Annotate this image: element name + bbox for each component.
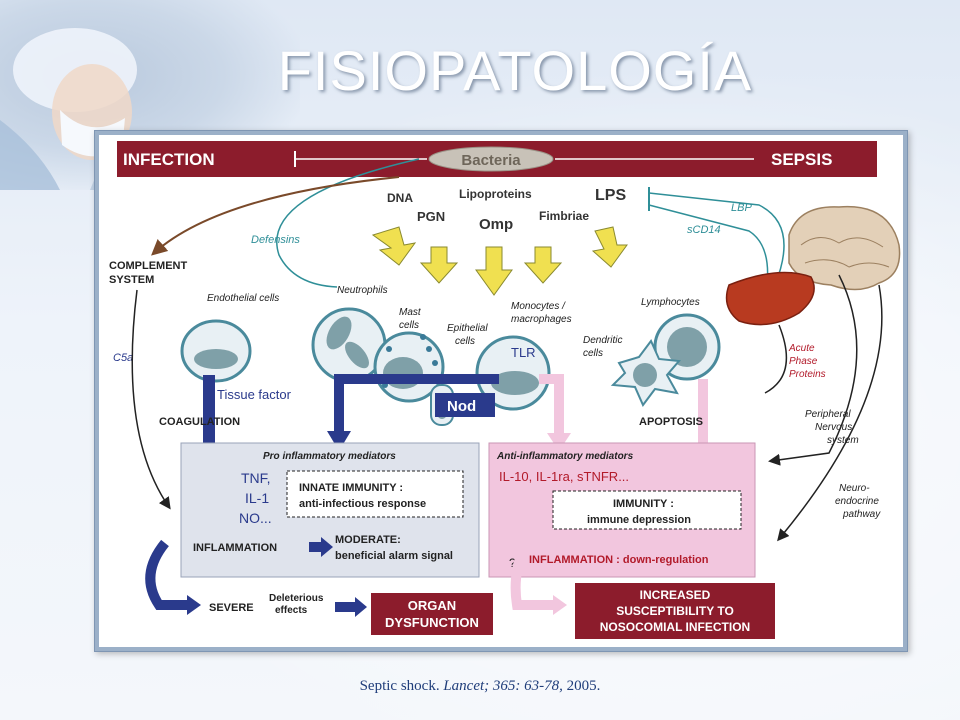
deleterious-label-1: Deleterious xyxy=(269,593,324,604)
c5a-label: C5a xyxy=(113,352,133,364)
tnf-label: TNF, xyxy=(241,470,271,486)
liver-icon xyxy=(725,271,815,326)
increased-label-3: NOSOCOMIAL INFECTION xyxy=(600,620,750,634)
neuroendocrine-label-3: pathway xyxy=(842,509,881,520)
anti-title: Anti-inflammatory mediators xyxy=(496,451,634,462)
epithelial-label-2: cells xyxy=(455,336,475,347)
moderate-label-2: beneficial alarm signal xyxy=(335,550,453,562)
pamp-lps: LPS xyxy=(595,187,626,204)
peripheral-label-1: Peripheral xyxy=(805,409,851,420)
tlr-label: TLR xyxy=(511,345,536,360)
sepsis-figure: INFECTION SEPSIS Bacteria DNA Lipoprotei… xyxy=(94,130,908,652)
neuroendocrine-label-1: Neuro- xyxy=(839,483,870,494)
bacteria-label: Bacteria xyxy=(461,152,521,169)
tissue-factor-label: Tissue factor xyxy=(217,387,292,402)
neuroendocrine-label-2: endocrine xyxy=(835,496,879,507)
innate-immunity-box xyxy=(286,470,464,518)
scd14-label: sCD14 xyxy=(687,224,721,236)
deleterious-label-2: effects xyxy=(275,605,308,616)
apoptosis-label: APOPTOSIS xyxy=(639,416,703,428)
mast-label-2: cells xyxy=(399,320,419,331)
citation-year: 2005. xyxy=(566,678,601,694)
brain-icon xyxy=(788,205,901,291)
epithelial-label-1: Epithelial xyxy=(447,323,488,334)
pamp-dna: DNA xyxy=(387,191,413,205)
complement-label-1: COMPLEMENT xyxy=(109,260,188,272)
organ-label-2: DYSFUNCTION xyxy=(385,615,479,630)
header-sepsis: SEPSIS xyxy=(771,150,832,169)
inflammation-label: INFLAMMATION xyxy=(193,542,277,554)
dendritic-label-1: Dendritic xyxy=(583,335,622,346)
immunity-box xyxy=(552,490,742,530)
mast-label-1: Mast xyxy=(399,307,422,318)
nod-box xyxy=(435,393,495,417)
nod-label: Nod xyxy=(447,398,476,415)
immunity-label-1: IMMUNITY : xyxy=(613,498,674,510)
acute-phase-label-1: Acute xyxy=(788,343,815,354)
coagulation-label: COAGULATION xyxy=(159,416,240,428)
acute-phase-label-2: Phase xyxy=(789,356,818,367)
monocyte-cell-icon xyxy=(475,335,551,411)
pamp-fimbriae: Fimbriae xyxy=(539,209,589,223)
defensins-label: Defensins xyxy=(251,234,300,246)
slide-title: FISIOPATOLOGÍA xyxy=(277,39,753,102)
increased-susceptibility-box xyxy=(575,583,775,639)
sepsis-diagram: INFECTION SEPSIS Bacteria DNA Lipoprotei… xyxy=(99,135,903,647)
organ-dysfunction-box xyxy=(371,593,493,635)
question-mark: ? xyxy=(509,556,516,570)
dendritic-cell-icon xyxy=(610,339,682,407)
citation-plain: Septic shock. xyxy=(359,678,444,694)
citation: Septic shock. Lancet; 365: 63-78, 2005. xyxy=(0,678,960,695)
acute-phase-label-3: Proteins xyxy=(789,369,826,380)
pro-title: Pro inflammatory mediators xyxy=(263,451,396,462)
complement-label-2: SYSTEM xyxy=(109,274,154,286)
innate-label-1: INNATE IMMUNITY : xyxy=(299,482,403,494)
citation-italic: Lancet; 365: 63-78, xyxy=(443,678,567,694)
organ-label-1: ORGAN xyxy=(408,598,456,613)
bacteria-icon xyxy=(428,146,554,172)
il1-label: IL-1 xyxy=(245,490,269,506)
immunity-label-2: immune depression xyxy=(587,514,691,526)
header-infection: INFECTION xyxy=(123,150,215,169)
no-label: NO... xyxy=(239,510,272,526)
endothelial-cell-icon xyxy=(180,319,252,383)
pamp-pgn: PGN xyxy=(417,209,445,224)
increased-label-2: SUSCEPTIBILITY TO xyxy=(616,604,734,618)
dendritic-label-2: cells xyxy=(583,348,603,359)
innate-label-2: anti-infectious response xyxy=(299,498,426,510)
moderate-label-1: MODERATE: xyxy=(335,534,401,546)
peripheral-label-3: system xyxy=(827,435,859,446)
peripheral-label-2: Nervous xyxy=(815,422,852,433)
increased-label-1: INCREASED xyxy=(640,588,711,602)
pamp-lipoproteins: Lipoproteins xyxy=(459,187,532,201)
inflammation-down-label: INFLAMMATION : down-regulation xyxy=(529,554,709,566)
pamp-omp: Omp xyxy=(479,216,513,233)
endothelial-label: Endothelial cells xyxy=(207,293,279,304)
lymphocytes-label: Lymphocytes xyxy=(641,297,700,308)
monocytes-label-1: Monocytes / xyxy=(511,301,566,312)
neutrophils-label: Neutrophils xyxy=(337,285,388,296)
monocytes-label-2: macrophages xyxy=(511,314,572,325)
anti-list: IL-10, IL-1ra, sTNFR... xyxy=(499,469,629,484)
pamp-arrows xyxy=(371,226,628,296)
severe-label: SEVERE xyxy=(209,602,254,614)
lbp-label: LBP xyxy=(731,202,752,214)
